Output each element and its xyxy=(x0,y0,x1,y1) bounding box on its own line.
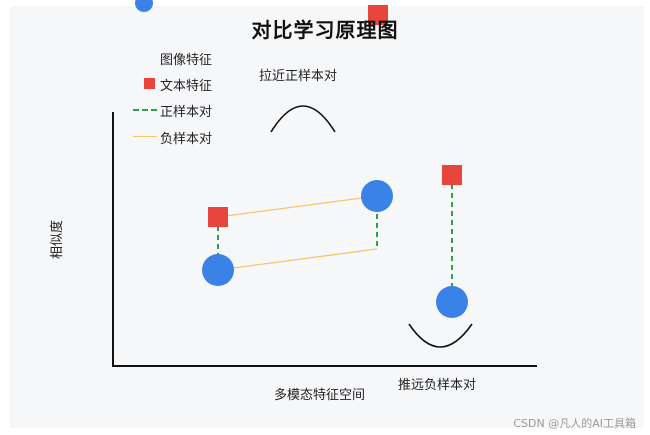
legend-item-negative-pair: 负样本对 xyxy=(132,127,212,147)
push-negative-label: 推远负样本对 xyxy=(398,378,477,393)
pull-arc xyxy=(270,105,336,133)
legend-key-dashed-line xyxy=(132,103,158,117)
legend-key-square xyxy=(132,77,158,91)
image-feature-node xyxy=(436,286,468,318)
legend-key-solid-line xyxy=(132,130,158,144)
diagram-panel xyxy=(10,6,644,428)
x-axis-label: 多模态特征空间 xyxy=(274,388,366,403)
image-feature-node xyxy=(202,254,234,286)
y-axis-label: 相似度 xyxy=(50,219,66,260)
legend-item-text-feature: 文本特征 xyxy=(132,74,212,94)
legend-label: 负样本对 xyxy=(160,131,213,147)
legend-label: 图像特征 xyxy=(160,52,213,68)
negative-pair-line xyxy=(217,248,378,271)
diagram-title: 对比学习原理图 xyxy=(251,18,399,42)
legend-item-image-feature: 图像特征 xyxy=(132,48,212,68)
pull-positive-label: 拉近正样本对 xyxy=(259,69,338,84)
legend-label: 文本特征 xyxy=(160,78,213,94)
negative-pair-line xyxy=(217,195,378,218)
watermark: CSDN @凡人的AI工具箱 xyxy=(513,417,636,430)
image-feature-node xyxy=(135,0,153,12)
text-feature-node xyxy=(208,207,228,227)
push-arc xyxy=(408,323,473,348)
text-feature-node xyxy=(442,165,462,185)
text-feature-node xyxy=(368,5,388,25)
image-feature-node xyxy=(361,180,393,212)
legend-item-positive-pair: 正样本对 xyxy=(132,100,212,120)
legend-label: 正样本对 xyxy=(160,104,213,120)
legend-key-blank xyxy=(132,51,158,65)
